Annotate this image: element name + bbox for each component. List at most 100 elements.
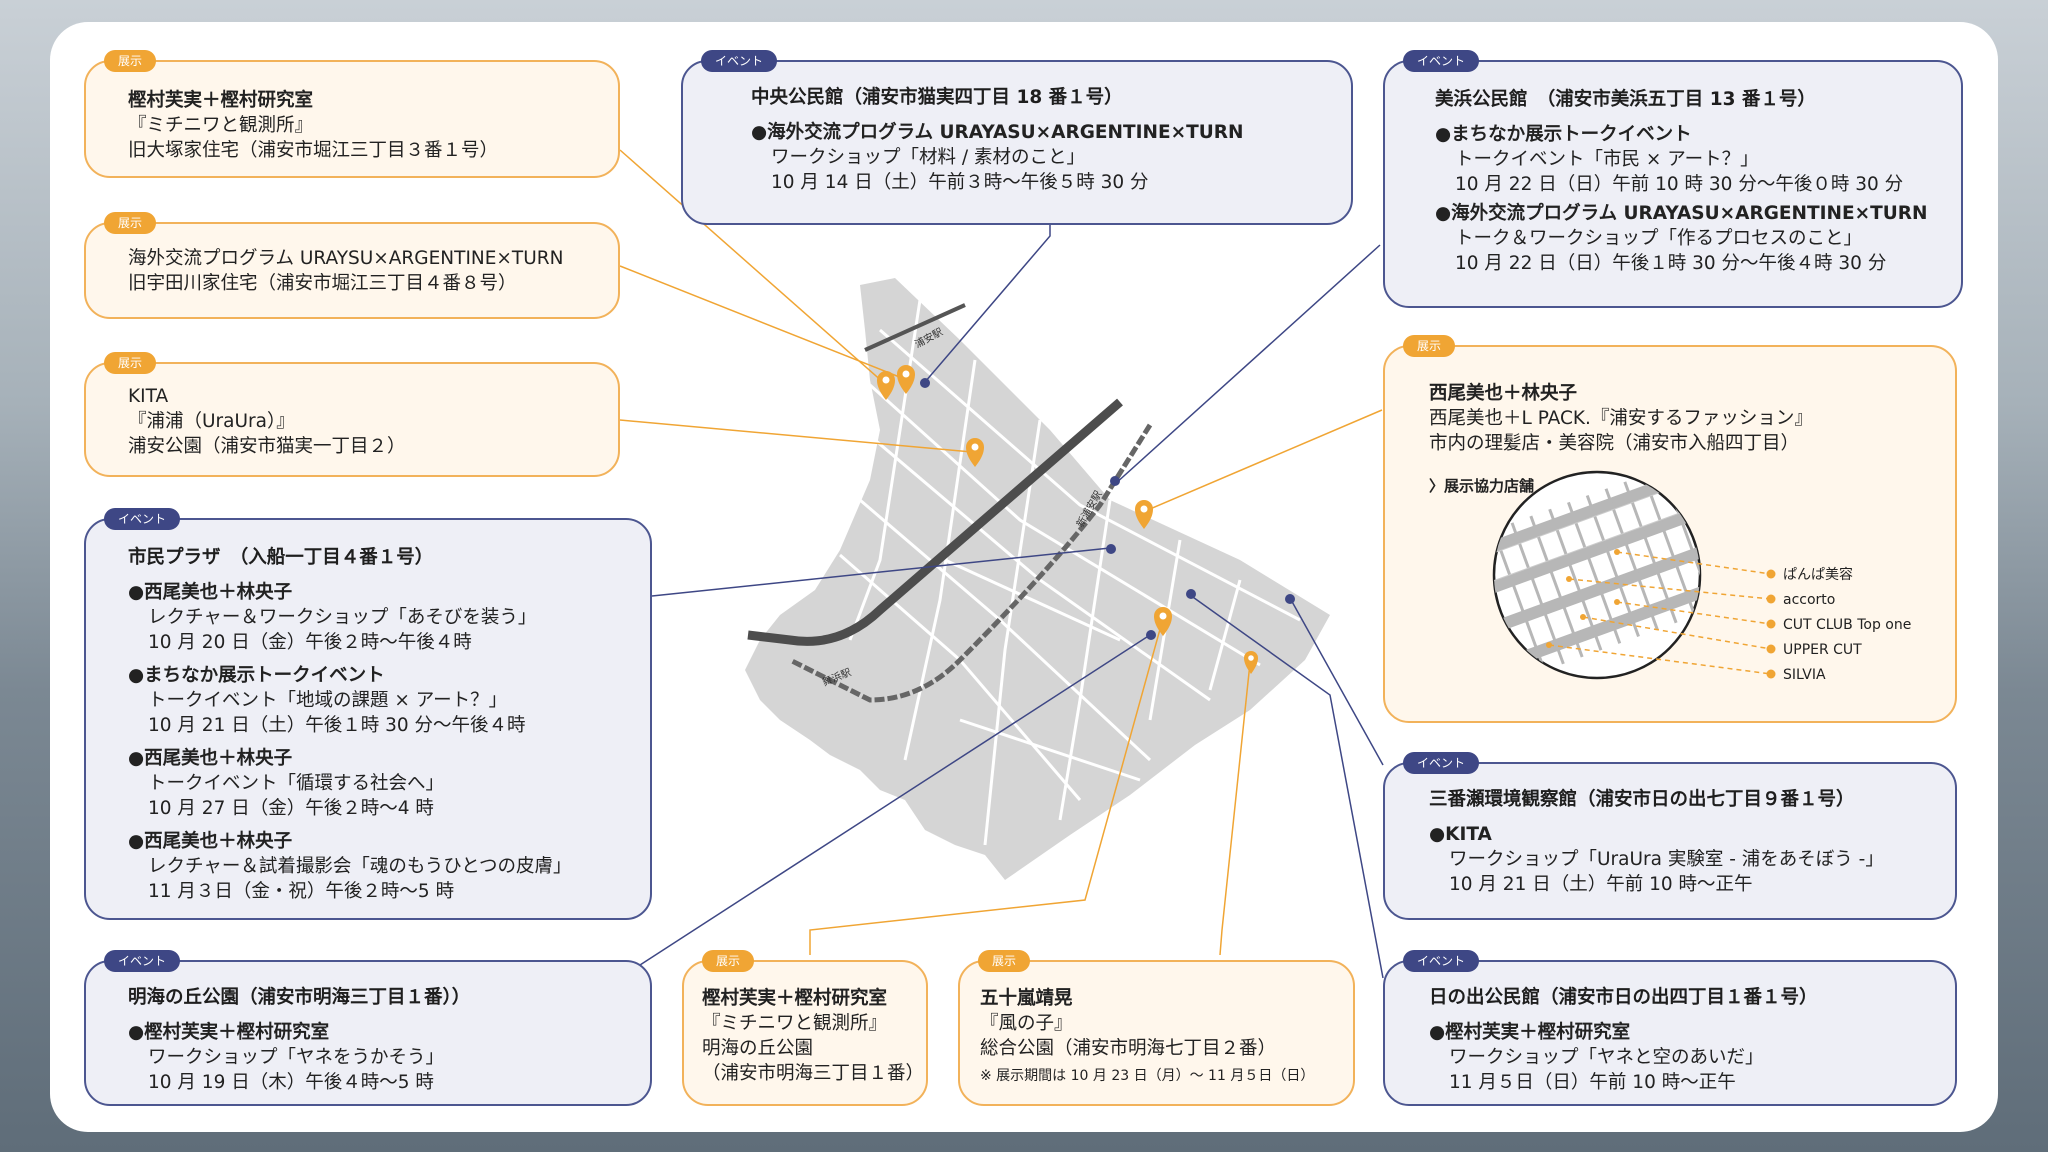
- event-line: 10 月 22 日（日）午後１時 30 分〜午後４時 30 分: [1455, 253, 1887, 274]
- exhibit-card-akemi-hill-park: 展示 樫村芙実＋樫村研究室 『ミチニワと観測所』 明海の丘公園 （浦安市明海三丁…: [682, 950, 928, 1106]
- event-head: ●西尾美也＋林央子: [128, 748, 293, 769]
- exhibit-period-note: ※ 展示期間は 10 月 23 日（月）〜 11 月５日（日）: [980, 1068, 1315, 1084]
- card-line: 旧宇田川家住宅（浦安市堀江三丁目４番８号）: [128, 273, 517, 294]
- event-head: ●樫村芙実＋樫村研究室: [128, 1022, 330, 1043]
- event-card-hinode-community-hall: イベント 日の出公民館（浦安市日の出四丁目１番１号） ●樫村芙実＋樫村研究室 ワ…: [1383, 950, 1957, 1106]
- event-card-central-community-hall: イベント 中央公民館（浦安市猫実四丁目 18 番１号） ●海外交流プログラム U…: [681, 50, 1353, 225]
- exhibit-tag: 展示: [104, 50, 157, 72]
- exhibit-pin: [1135, 500, 1153, 529]
- tozai-line: [864, 303, 966, 352]
- exhibit-card-urayasu-park: 展示 KITA 『浦浦（UraUra）』 浦安公園（浦安市猫実一丁目２）: [84, 352, 620, 477]
- store-name: accorto: [1783, 592, 1835, 608]
- venue-title: 日の出公民館（浦安市日の出四丁目１番１号）: [1429, 987, 1818, 1008]
- event-line: トークイベント「市民 × アート？」: [1455, 149, 1759, 170]
- exhibit-card-sogo-park: 展示 五十嵐靖晃 『風の子』 総合公園（浦安市明海七丁目２番） ※ 展示期間は …: [958, 950, 1355, 1106]
- exhibit-pin: [877, 371, 895, 400]
- exhibit-tag: 展示: [104, 352, 157, 374]
- event-tag: イベント: [1403, 50, 1480, 72]
- event-line: 11 月３日（金・祝）午後２時〜5 時: [148, 881, 455, 902]
- event-head: ●まちなか展示トークイベント: [1435, 124, 1692, 145]
- event-line: 10 月 21 日（土）午前 10 時〜正午: [1449, 874, 1753, 895]
- card-line: 『風の子』: [980, 1013, 1073, 1034]
- event-head: ●海外交流プログラム URAYASU×ARGENTINE×TURN: [751, 122, 1244, 143]
- venue-title: 明海の丘公園（浦安市明海三丁目１番））: [128, 987, 471, 1008]
- event-line: 10 月 21 日（土）午後１時 30 分〜午後４時: [148, 715, 526, 736]
- store-name: ぱんぱ美容: [1783, 566, 1853, 583]
- event-line: トーク＆ワークショップ「作るプロセスのこと」: [1455, 228, 1863, 249]
- event-head: ●樫村芙実＋樫村研究室: [1429, 1022, 1631, 1043]
- exhibit-tag: 展示: [978, 950, 1031, 972]
- store-markers: [1546, 549, 1776, 679]
- event-dot: [1110, 476, 1120, 486]
- store-name: CUT CLUB Top one: [1783, 617, 1911, 633]
- card-line: 五十嵐靖晃: [980, 988, 1073, 1009]
- card-line: 『ミチニワと観測所』: [702, 1013, 888, 1034]
- event-line: トークイベント「循環する社会へ」: [148, 773, 445, 794]
- exhibit-pin: [897, 365, 915, 394]
- card-line: 『ミチニワと観測所』: [128, 115, 314, 136]
- keiyo-line-branch: [788, 423, 1153, 703]
- card-line: 海外交流プログラム URAYSU×ARGENTINE×TURN: [128, 248, 564, 269]
- event-line: ワークショップ「ヤネと空のあいだ」: [1449, 1047, 1764, 1068]
- card-line: 『浦浦（UraUra）』: [128, 411, 295, 432]
- venue-title: 市民プラザ （入船一丁目４番１号）: [128, 547, 434, 568]
- card-line: 明海の丘公園: [702, 1038, 814, 1059]
- card-line: 市内の理髪店・美容院（浦安市入船四丁目）: [1429, 433, 1800, 454]
- event-line: 10 月 27 日（金）午後２時〜4 時: [148, 798, 434, 819]
- store-leaders: [1548, 551, 1772, 675]
- exhibit-tag: 展示: [702, 950, 755, 972]
- card-line: 樫村芙実＋樫村研究室: [128, 90, 314, 111]
- event-head: ●まちなか展示トークイベント: [128, 665, 385, 686]
- card-line: 旧大塚家住宅（浦安市堀江三丁目３番１号）: [128, 140, 499, 161]
- event-tag: イベント: [701, 50, 778, 72]
- venue-title: 中央公民館（浦安市猫実四丁目 18 番１号）: [751, 87, 1123, 108]
- event-card-civic-plaza: イベント 市民プラザ （入船一丁目４番１号） ●西尾美也＋林央子 レクチャー＆ワ…: [84, 508, 652, 920]
- event-line: ワークショップ「ヤネをうかそう」: [148, 1047, 445, 1068]
- cooperating-stores-heading: 〉展示協力店舗: [1429, 477, 1535, 495]
- event-line: ワークショップ「UraUra 実験室 - 浦をあそぼう -」: [1449, 849, 1884, 870]
- store-name: SILVIA: [1783, 667, 1826, 683]
- exhibit-card-barbers-salons: 展示 西尾美也＋林央子 西尾美也＋L PACK.『浦安するファッション』 市内の…: [1383, 335, 1957, 723]
- event-card-sanbanze-observatory: イベント 三番瀬環境観察館（浦安市日の出七丁目９番１号） ●KITA ワークショ…: [1383, 752, 1957, 920]
- exhibit-card-otsuka-house: 展示 樫村芙実＋樫村研究室 『ミチニワと観測所』 旧大塚家住宅（浦安市堀江三丁目…: [84, 50, 620, 178]
- event-line: 10 月 14 日（土）午前３時〜午後５時 30 分: [771, 172, 1149, 193]
- event-line: レクチャー＆ワークショップ「あそびを装う」: [148, 607, 537, 628]
- event-head: ●KITA: [1429, 824, 1492, 845]
- event-head: ●西尾美也＋林央子: [128, 831, 293, 852]
- event-dot: [920, 378, 930, 388]
- inset-map: ぱんぱ美容 accorto CUT CLUB Top one UPPER CUT…: [1492, 470, 1911, 683]
- event-line: 10 月 19 日（木）午後４時〜5 時: [148, 1072, 434, 1093]
- event-dot: [1186, 589, 1196, 599]
- card-line: （浦安市明海三丁目１番）: [702, 1063, 925, 1084]
- exhibit-card-udagawa-house: 展示 海外交流プログラム URAYSU×ARGENTINE×TURN 旧宇田川家…: [84, 212, 620, 319]
- venue-title: 美浜公民館 （浦安市美浜五丁目 13 番１号）: [1435, 89, 1816, 110]
- event-line: レクチャー＆試着撮影会「魂のもうひとつの皮膚」: [148, 856, 572, 877]
- card-line: 西尾美也＋L PACK.『浦安するファッション』: [1429, 408, 1813, 429]
- exhibit-pin: [1244, 651, 1258, 674]
- inset-streets: [1494, 472, 1700, 672]
- leader-lines: [619, 149, 1384, 979]
- event-tag: イベント: [1403, 950, 1480, 972]
- event-tag: イベント: [104, 508, 181, 530]
- event-tag: イベント: [104, 950, 181, 972]
- event-dot: [1146, 630, 1156, 640]
- store-name: UPPER CUT: [1783, 642, 1862, 658]
- event-tag: イベント: [1403, 752, 1480, 774]
- event-line: 10 月 20 日（金）午後２時〜午後４時: [148, 632, 472, 653]
- exhibit-pin: [966, 438, 984, 467]
- event-dot: [1285, 594, 1295, 604]
- card-line: 西尾美也＋林央子: [1429, 383, 1578, 404]
- event-head: ●海外交流プログラム URAYASU×ARGENTINE×TURN: [1435, 203, 1928, 224]
- exhibit-tag: 展示: [1403, 335, 1456, 357]
- keiyo-line: [747, 398, 1123, 646]
- venue-title: 三番瀬環境観察館（浦安市日の出七丁目９番１号）: [1429, 789, 1855, 810]
- event-card-akemi-hill-park: イベント 明海の丘公園（浦安市明海三丁目１番）） ●樫村芙実＋樫村研究室 ワーク…: [84, 950, 652, 1106]
- event-head: ●西尾美也＋林央子: [128, 582, 293, 603]
- event-card-mihama-community-hall: イベント 美浜公民館 （浦安市美浜五丁目 13 番１号） ●まちなか展示トークイ…: [1383, 50, 1963, 308]
- card-line: KITA: [128, 386, 169, 407]
- card-line: 樫村芙実＋樫村研究室: [702, 988, 888, 1009]
- event-line: トークイベント「地域の課題 × アート？」: [148, 690, 508, 711]
- exhibit-pin: [1154, 607, 1172, 636]
- card-line: 総合公園（浦安市明海七丁目２番）: [980, 1038, 1277, 1059]
